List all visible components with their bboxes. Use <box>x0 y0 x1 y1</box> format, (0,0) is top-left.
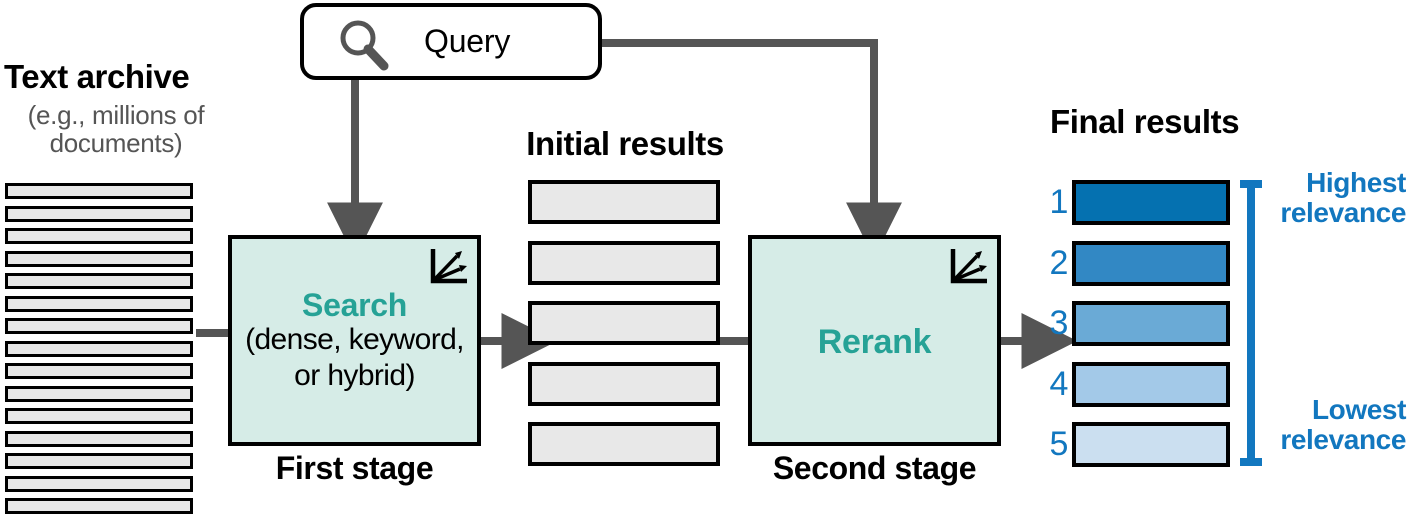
text-archive-title: Text archive <box>4 58 190 95</box>
first-stage-box[interactable]: Search (dense, keyword, or hybrid) <box>228 235 481 446</box>
highest-relevance-line1: Highest <box>1306 167 1406 198</box>
query-label: Query <box>424 23 511 59</box>
final-result-item[interactable] <box>1072 180 1230 225</box>
text-archive-subtitle-line2: documents) <box>49 128 183 159</box>
highest-relevance-label: Highest relevance <box>1266 167 1406 229</box>
final-results-list <box>1072 180 1230 467</box>
final-result-rank: 5 <box>1049 425 1069 463</box>
query-box[interactable]: Query <box>300 3 602 80</box>
archive-document <box>5 205 193 222</box>
archive-document <box>5 318 193 334</box>
archive-document <box>5 273 193 289</box>
archive-document <box>5 363 193 379</box>
second-stage-title: Rerank <box>817 323 932 361</box>
initial-results-list <box>528 180 720 466</box>
final-result-rank: 1 <box>1049 183 1069 221</box>
second-stage-caption: Second stage <box>772 450 977 486</box>
lowest-relevance-line1: Lowest <box>1311 394 1406 425</box>
vector-space-icon <box>430 249 467 284</box>
initial-result-item[interactable] <box>528 180 720 224</box>
final-result-item[interactable] <box>1072 422 1230 467</box>
archive-document <box>5 430 193 447</box>
lowest-relevance-line2: relevance <box>1280 424 1406 456</box>
vector-space-icon <box>950 249 987 284</box>
first-stage-detail-line2: or hybrid) <box>294 359 415 392</box>
initial-result-item[interactable] <box>528 301 720 345</box>
highest-relevance-line2: relevance <box>1280 197 1406 229</box>
archive-document <box>5 295 193 312</box>
final-result-item[interactable] <box>1072 240 1230 286</box>
initial-result-item[interactable] <box>528 422 720 466</box>
final-result-item[interactable] <box>1072 301 1230 346</box>
final-result-item[interactable] <box>1072 361 1230 407</box>
first-stage-detail-line1: (dense, keyword, <box>245 323 464 356</box>
lowest-relevance-label: Lowest relevance <box>1266 394 1406 456</box>
first-stage-caption: First stage <box>275 450 434 486</box>
initial-result-item[interactable] <box>528 361 720 406</box>
text-archive-stack <box>5 183 201 517</box>
archive-document <box>5 385 193 402</box>
archive-document <box>5 408 193 424</box>
initial-results-title: Initial results <box>526 125 724 162</box>
archive-document <box>5 340 193 357</box>
initial-result-item[interactable] <box>528 240 720 285</box>
search-icon <box>340 20 389 71</box>
final-result-rank: 2 <box>1049 243 1069 282</box>
archive-document <box>5 498 193 514</box>
archive-document <box>5 228 193 244</box>
relevance-bracket <box>1240 180 1262 466</box>
archive-document <box>5 250 193 267</box>
text-archive-subtitle-line1: (e.g., millions of <box>27 100 205 130</box>
first-stage-title: Search <box>302 287 407 323</box>
archive-document <box>5 475 193 492</box>
second-stage-box[interactable]: Rerank <box>748 235 1001 446</box>
archive-document <box>5 453 193 469</box>
final-result-rank: 4 <box>1049 364 1069 403</box>
final-result-rank: 3 <box>1049 304 1069 342</box>
final-results-title: Final results <box>1050 103 1240 140</box>
archive-document <box>5 183 193 199</box>
text-archive-subtitle: (e.g., millions of documents) <box>0 101 232 157</box>
